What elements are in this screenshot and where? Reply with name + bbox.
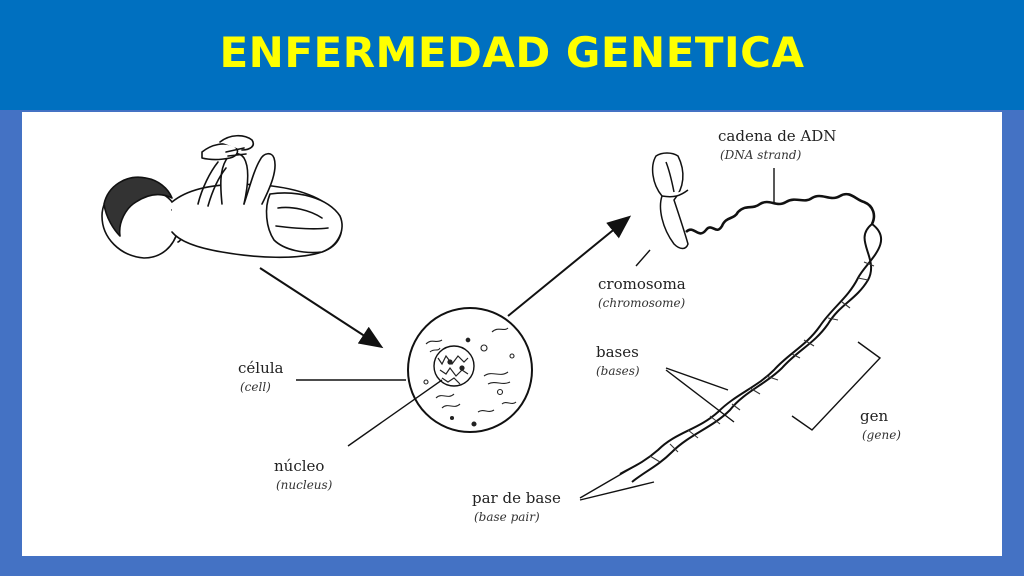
- label-gene: gen: [860, 407, 889, 425]
- label-base-pair: par de base: [472, 489, 561, 507]
- label-dna-strand: cadena de ADN: [718, 127, 837, 145]
- slide-header: [0, 0, 1024, 110]
- chromosome-illustration: [651, 152, 689, 250]
- label-nucleus: núcleo: [274, 457, 325, 475]
- cell-illustration: [407, 307, 533, 433]
- slide-title: ENFERMEDAD GENETICA: [219, 27, 805, 77]
- leader-base-pair-2: [579, 481, 655, 501]
- arrow-cell-to-chromosome: [507, 215, 632, 317]
- label-nucleus-en: (nucleus): [276, 478, 333, 492]
- leader-nucleus: [347, 379, 443, 447]
- arrow-baby-to-cell: [259, 267, 384, 349]
- leader-base-pair-1: [579, 461, 643, 499]
- label-cell-en: (cell): [240, 380, 271, 394]
- genetics-illustration: [101, 134, 883, 501]
- nucleus-shape: [433, 345, 475, 387]
- label-chromosome-en: (chromosome): [598, 296, 686, 310]
- gene-bracket: [791, 341, 882, 431]
- label-cell: célula: [238, 359, 284, 377]
- diagram-panel: cadena de ADN (DNA strand) cromosoma (ch…: [22, 112, 1002, 556]
- label-dna-strand-en: (DNA strand): [720, 148, 802, 162]
- label-base-pair-en: (base pair): [474, 510, 540, 524]
- helix-strand-a: [619, 223, 883, 475]
- label-bases-en: (bases): [596, 364, 640, 378]
- leader-bases-2: [665, 369, 735, 423]
- dna-strand-line: [685, 192, 876, 235]
- leader-chromosome: [635, 249, 651, 267]
- label-bases: bases: [596, 343, 639, 361]
- label-gene-en: (gene): [862, 428, 901, 442]
- helix-strand-b: [631, 223, 873, 483]
- label-chromosome: cromosoma: [598, 275, 686, 293]
- dna-double-helix: [619, 223, 883, 483]
- leader-bases-1: [665, 367, 729, 391]
- baby-illustration: [101, 134, 343, 259]
